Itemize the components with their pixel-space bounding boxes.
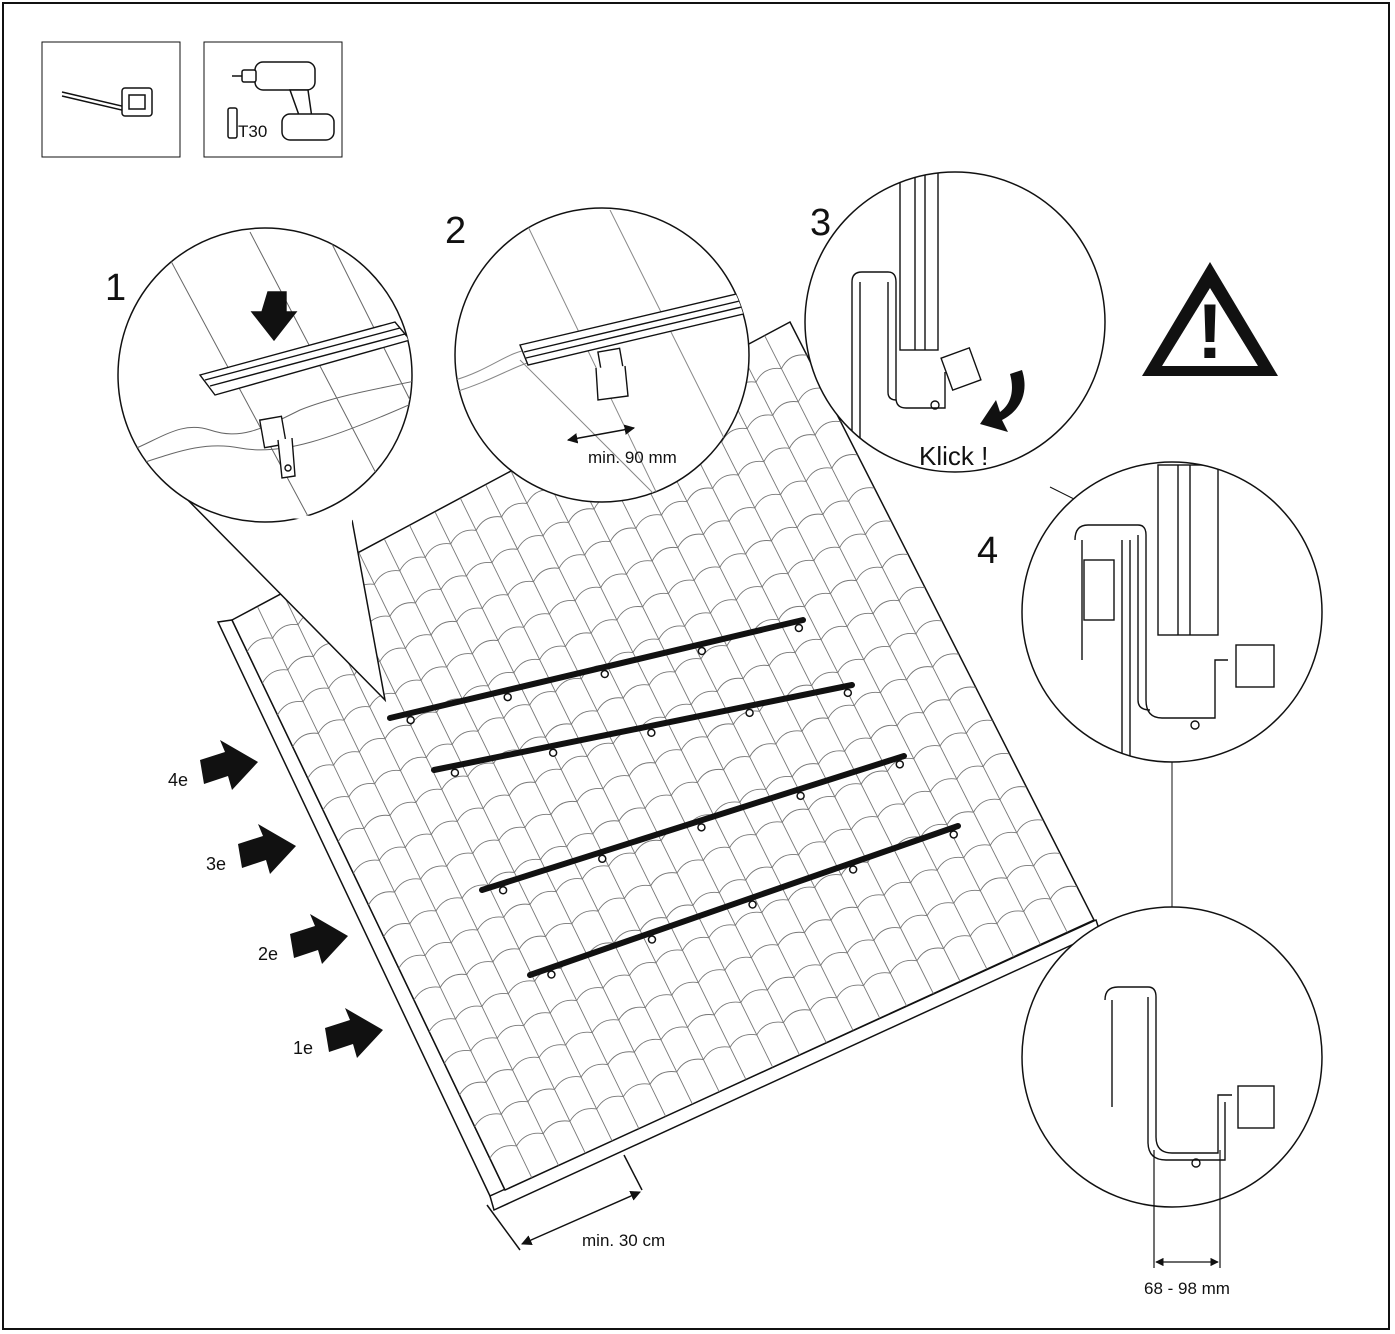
roof-hook	[406, 715, 415, 725]
mounting-rails	[387, 617, 961, 979]
detail-callout-2	[454, 207, 750, 503]
tile-row-line	[474, 852, 1061, 1127]
roof-hook	[895, 760, 905, 769]
warning-symbol: !	[1197, 287, 1223, 375]
tile-row-line	[368, 620, 943, 906]
warning-triangle-icon	[1142, 262, 1278, 376]
roof-hook	[503, 692, 512, 702]
bit-icon	[227, 107, 238, 139]
tool-box-tape-measure	[41, 41, 181, 158]
roof-hook	[697, 646, 707, 656]
tile-row-line	[459, 819, 1044, 1096]
tile-row-line	[413, 719, 993, 1001]
row-arrow-icon	[200, 740, 258, 790]
roof-hook	[547, 970, 556, 979]
rail-overhang-label: min. 90 mm	[588, 448, 677, 467]
mounting-rail	[479, 753, 907, 893]
tile-row-line	[337, 553, 909, 842]
mounting-rail	[527, 823, 961, 978]
roof-hook	[598, 854, 607, 864]
roof-hook	[745, 708, 754, 718]
step-number-2: 2	[445, 210, 466, 252]
click-arrow-icon	[980, 370, 1025, 432]
roof-illustration	[216, 320, 1101, 1212]
roof-hook	[748, 900, 757, 909]
tile-row-line	[428, 752, 1010, 1032]
roof-hook	[796, 791, 805, 801]
hook-width-label: 68 - 98 mm	[1144, 1279, 1230, 1298]
tool-box-drill: T30	[203, 41, 343, 158]
click-label: Klick !	[919, 441, 988, 471]
detail-callout-3	[804, 171, 1106, 513]
row-arrows: 4e 3e 2e 1e	[168, 740, 383, 1058]
mounting-rail	[387, 617, 806, 721]
edge-distance-dimension	[486, 1154, 643, 1251]
detail-callout-hook	[1021, 906, 1323, 1268]
mounting-rail	[431, 682, 855, 773]
tile-row-line	[489, 885, 1078, 1159]
tile-row-line	[307, 487, 875, 779]
step-number-3: 3	[810, 202, 831, 244]
roof-hook	[498, 886, 508, 895]
detail-callout-4	[1021, 461, 1323, 763]
down-arrow-icon	[250, 291, 298, 342]
tape-measure-icon	[61, 87, 153, 117]
row-arrow-icon	[290, 914, 348, 964]
roof-hook	[600, 669, 610, 679]
detail-callout-1	[117, 227, 413, 703]
step-number-1: 1	[105, 267, 126, 309]
step-number-4: 4	[977, 530, 998, 572]
row-label: 1e	[293, 1038, 313, 1058]
roof-hook	[450, 768, 460, 777]
row-arrow-icon	[325, 1008, 383, 1058]
edge-distance-label: min. 30 cm	[582, 1231, 665, 1250]
bit-label: T30	[238, 122, 267, 141]
tile-row-line	[443, 786, 1027, 1064]
roof-hook	[794, 623, 804, 633]
row-label: 3e	[206, 854, 226, 874]
cordless-drill-icon	[227, 61, 335, 141]
tile-row-line	[292, 454, 858, 747]
row-arrow-icon	[238, 824, 296, 874]
roof-hook	[949, 830, 958, 839]
roof-hook	[848, 865, 858, 874]
row-label: 2e	[258, 944, 278, 964]
tile-row-line	[383, 653, 959, 937]
roof-hook	[697, 823, 706, 832]
roof-hook	[647, 728, 656, 738]
roof-hook	[843, 688, 853, 698]
roof-hook	[548, 748, 558, 758]
roof-hook	[647, 935, 657, 944]
row-label: 4e	[168, 770, 188, 790]
